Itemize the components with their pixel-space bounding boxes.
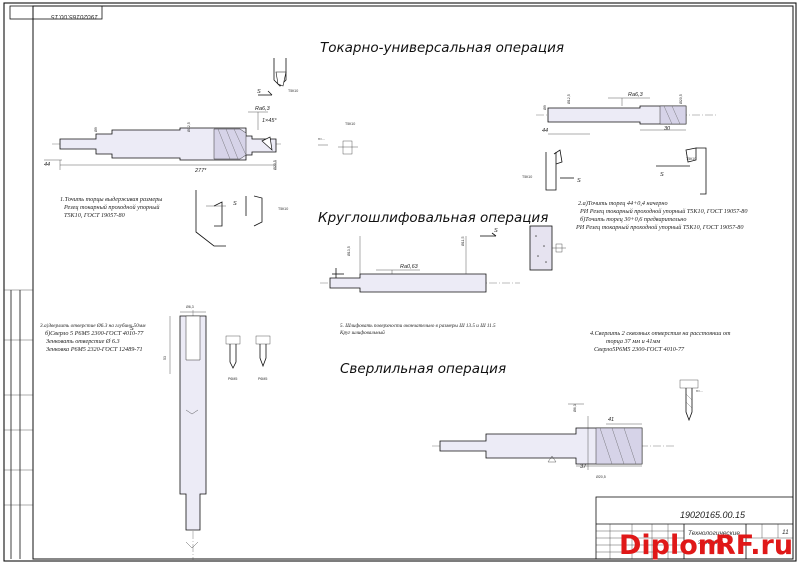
svg-text:Ø20,5: Ø20,5 [679,94,683,104]
note-drilling-4-l2: торца 37 мм и 41мм [606,338,660,345]
note-turning-1-l2: Резец токарный проходной упорный [63,204,160,211]
drilling-horizontal-shaft: 41 37 Ø6,3 Ø20,5 [432,403,676,479]
ra-63-b: Ra6,3 [628,92,644,98]
rotated-code: 19020165.00.15 [51,13,98,20]
tool-sketch-right-a: S Т5К10 [522,149,581,191]
svg-text:Т5К10: Т5К10 [686,157,696,161]
dim-41: 41 [608,417,614,423]
ra-063: Ra0,63 [400,264,419,270]
svg-text:Ø11,5: Ø11,5 [461,236,465,246]
phi-label-c: Ø9 [94,127,98,132]
svg-text:Ø9: Ø9 [543,105,547,110]
grinding-shaft-sketch: Ra0,63 Ø13,5 Ø11,5 S [320,225,566,293]
note-drilling-3-l1: 3.а)Зверлить отверстие Ø6.3 на глубину 5… [40,322,146,329]
svg-text:Ø13,5: Ø13,5 [347,246,351,256]
watermark-part1: Diplom [619,530,726,561]
tool-pictogram-mid: Т5К10 n=... [318,122,358,155]
title-drilling: Сверлильная операция [340,361,506,377]
turning-shaft-right: Ra6,3 44 30 Ø9 Ø12,5 Ø20,5 [536,92,716,135]
dim-30: 30 [664,126,671,132]
title-turning: Токарно-универсальная операция [320,40,564,56]
note-grinding-l1: 5. Шлифовать поверхности окончательно в … [340,322,496,329]
tool-sketch-right-b: S Т5К10 [656,147,707,195]
watermark: Diplom RF.ru [619,530,793,561]
svg-text:Р6М5: Р6М5 [258,377,267,381]
title-block-sheet: 11 [782,529,789,536]
note-drilling-4-l1: 4.Сверлить 2 сквозных отверстия на расст… [590,330,731,337]
s-label-3: S [577,178,581,184]
cutter-sketch-left: S Т5К10 [195,190,288,247]
svg-text:Р6М5: Р6М5 [228,377,237,381]
svg-text:n=...: n=... [318,137,325,141]
note-drilling-3-l4: Зенковка Р6М5 2320-ГОСТ 12489-71 [46,346,143,353]
note-drilling-3-l3: Зенковать отверстие Ø 6.3 [46,338,120,345]
phi-63-label: Ø6,3 [186,305,194,309]
dim-44-r: 44 [542,128,548,134]
s-label-5: S [494,228,498,234]
svg-text:Т5К10: Т5К10 [278,207,288,211]
svg-text:n=...: n=... [696,389,703,393]
s-label-2: S [233,201,237,207]
svg-text:Ø12,5: Ø12,5 [567,94,571,104]
note-turning-2-l2: РИ Резец токарный проходной упорный Т5К1… [579,208,748,215]
phi-label-b: Ø20,5 [273,160,277,170]
svg-text:Ø20,5: Ø20,5 [596,475,606,479]
phi-label-a: Ø12,5 [187,122,191,132]
dim-53: 53 [163,356,167,360]
note-turning-2-l3: б)Точить торец 30+0,6 предварительно [580,216,686,223]
title-block-title-1: Технологические [688,530,740,537]
angle-45: 1×45° [262,118,277,124]
title-grinding: Круглошлифовальная операция [318,210,548,226]
cutter-sketch-top: S Т5К10 [257,58,298,96]
note-turning-1-l3: Т5К10, ГОСТ 19057-80 [64,212,126,219]
left-margin-strip [4,289,33,559]
rotated-code-box [9,5,103,20]
svg-text:Т5К10: Т5К10 [345,122,355,126]
watermark-part2: RF.ru [715,530,793,561]
title-block: 19020165.00.15 Технологические эскизы 11 [595,496,794,560]
sheet-frame [3,2,797,562]
note-drilling-3-l2: б)Сверло 5 Р6М5 2300-ГОСТ 4010-77 [45,330,144,337]
ra-63-a: Ra6,3 [255,106,271,112]
dim-277: 277* [194,168,207,174]
dim-44: 44 [44,162,50,168]
note-turning-2-l1: 2.а)Точить торец 44+0,4 начерно [578,200,668,207]
note-turning-2-l4: РИ Резец токарный проходной упорный Т5К1… [575,224,744,231]
tool-tag-1: Т5К10 [288,89,298,93]
turning-shaft-sketch: 277* 44 Ra6,3 1×45° Ø12,5 Ø20,5 Ø9 [44,106,282,174]
drill-pictograms: Р6М5 Р6М5 [225,335,271,381]
dim-37: 37 [580,464,587,470]
s-label-4: S [660,172,664,178]
drill-tool-right: n=... [679,379,703,422]
inner-frame [32,5,794,560]
note-turning-1-l1: 1.Точить торцы выдерживая размеры [60,196,162,203]
svg-text:Т5К10: Т5К10 [522,175,532,179]
title-block-code: 19020165.00.15 [680,510,746,520]
note-grinding-l2: Круг шлифовальный [339,329,385,336]
svg-text:Ø6,3: Ø6,3 [573,404,577,412]
note-drilling-4-l3: Сверло5Р6М5 2300-ГОСТ 4010-77 [594,346,685,353]
s-label-6: S [130,326,134,332]
title-block-title-2: эскизы [698,539,719,546]
s-label-1: S [257,89,261,95]
drilling-vertical-shaft: Ø6,3 53 S [130,305,207,560]
